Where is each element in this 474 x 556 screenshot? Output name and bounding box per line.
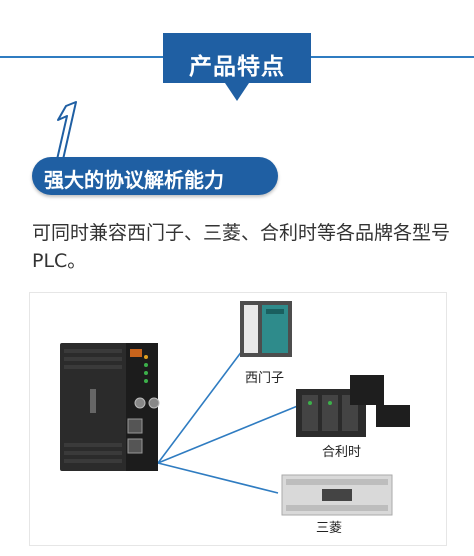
connection-lines — [157, 342, 301, 494]
hollysys-plc-image — [296, 375, 410, 437]
gateway-device-image — [60, 343, 160, 471]
mitsubishi-plc-image — [281, 474, 393, 516]
connection-diagram — [60, 301, 410, 516]
connection-diagram-panel: 西门子 合利时 三菱 — [29, 292, 447, 546]
feature-title-pill: 强大的协议解析能力 — [32, 157, 278, 195]
mitsubishi-label: 三菱 — [316, 521, 343, 536]
section-title-banner: 产品特点 — [163, 33, 311, 103]
section-title: 产品特点 — [189, 54, 285, 80]
feature-description: 可同时兼容西门子、三菱、合利时等各品牌各型号PLC。 — [32, 222, 451, 272]
hollysys-label: 合利时 — [322, 445, 362, 460]
siemens-plc-image — [240, 301, 292, 357]
feature-title: 强大的协议解析能力 — [44, 168, 224, 192]
siemens-label: 西门子 — [245, 371, 285, 386]
